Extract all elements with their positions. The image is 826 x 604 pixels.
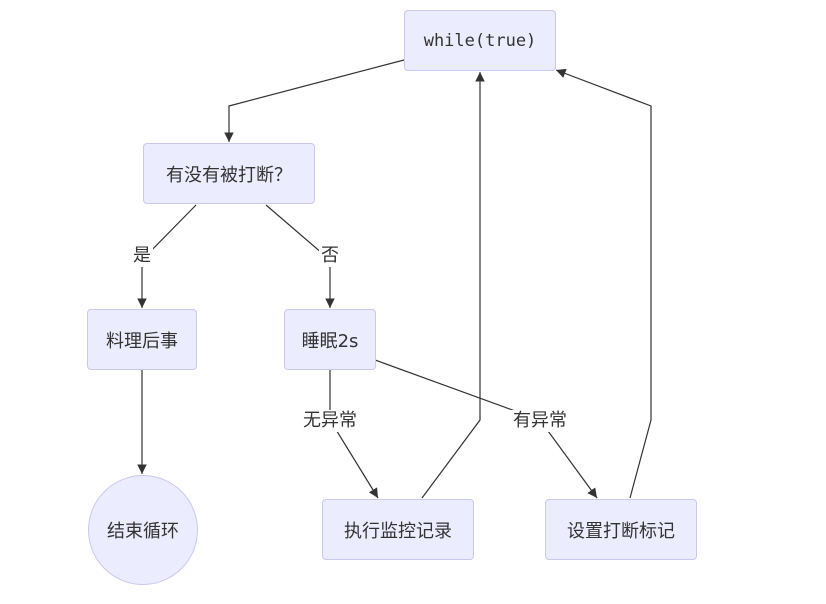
edge-loop-to-check [224, 59, 405, 142]
node-set-flag-label: 设置打断标记 [567, 520, 675, 542]
node-cleanup: 料理后事 [87, 309, 197, 370]
node-set-flag: 设置打断标记 [545, 499, 697, 560]
node-sleep: 睡眠2s [284, 309, 376, 370]
edge-log-to-loop [421, 72, 485, 499]
node-end-loop: 结束循环 [88, 475, 198, 585]
node-cleanup-label: 料理后事 [106, 330, 178, 352]
node-while-true-label: while(true) [423, 30, 537, 51]
edge-label-yes: 是 [131, 245, 153, 267]
node-sleep-label: 睡眠2s [301, 330, 359, 352]
edge-sleep-to-log [329, 370, 379, 499]
node-check-interrupted: 有没有被打断？ [143, 143, 315, 204]
node-check-interrupted-label: 有没有被打断？ [166, 164, 292, 186]
edge-label-has-exception: 有异常 [511, 410, 569, 432]
edge-label-no-exception: 无异常 [301, 410, 359, 432]
node-log-monitor: 执行监控记录 [322, 499, 474, 560]
node-log-monitor-label: 执行监控记录 [344, 520, 452, 542]
edge-flag-to-loop [555, 68, 652, 499]
edge-label-no: 否 [319, 245, 341, 267]
node-end-loop-label: 结束循环 [107, 521, 179, 542]
node-while-true: while(true) [404, 10, 556, 71]
